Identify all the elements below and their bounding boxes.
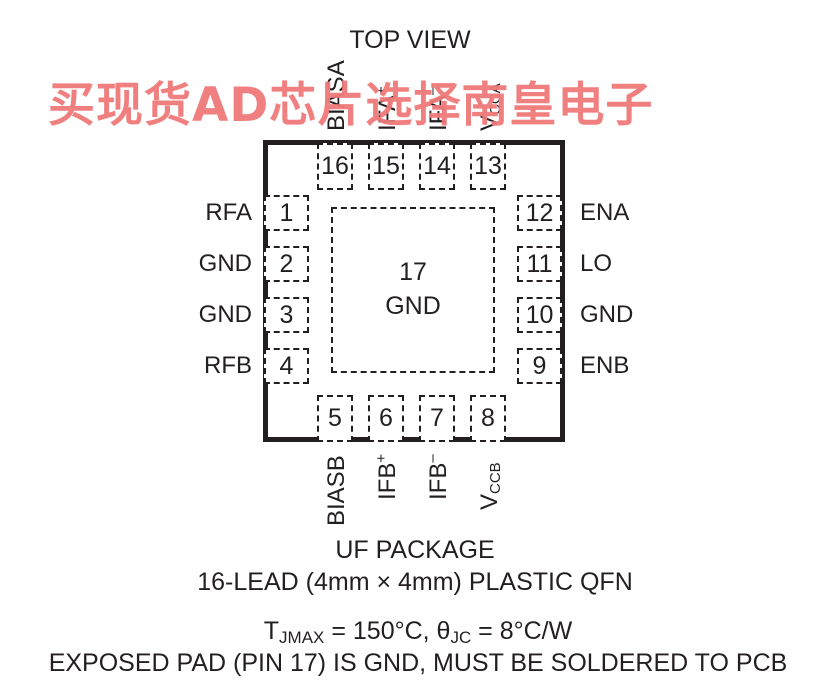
exposed-pad-number: 17 [399, 258, 427, 286]
pin-9-label: ENB [580, 352, 630, 379]
package-description: 16-LEAD (4mm × 4mm) PLASTIC QFN [197, 568, 633, 596]
exposed-pad-note: EXPOSED PAD (PIN 17) IS GND, MUST BE SOL… [48, 649, 788, 677]
pin-4-label: RFB [204, 352, 252, 379]
pin-1-label: RFA [205, 199, 252, 226]
pin-7-label: IFB– [424, 454, 452, 500]
pin-11-label: LO [580, 250, 613, 277]
pin-12-label: ENA [580, 199, 630, 226]
pin-10-label: GND [580, 301, 634, 328]
pin-11-pad: 11 [517, 246, 562, 282]
top-view-label: TOP VIEW [349, 26, 471, 54]
watermark-text: 买现货AD芯片选择南皇电子 [48, 78, 654, 133]
pin-1-pad: 1 [264, 195, 309, 231]
exposed-pad [331, 207, 495, 373]
pin-9-pad: 9 [517, 348, 562, 384]
pin-2-label: GND [198, 250, 252, 277]
package-body [263, 140, 565, 442]
pin-3-label: GND [198, 301, 252, 328]
exposed-pad-name: GND [385, 292, 441, 320]
pin-12-pad: 12 [517, 195, 562, 231]
package-name: UF PACKAGE [335, 536, 495, 564]
pin-16-pad: 16 [317, 143, 353, 190]
pin-8-pad: 8 [470, 395, 506, 442]
pin-10-pad: 10 [517, 297, 562, 333]
pin-4-pad: 4 [264, 348, 309, 384]
pin-14-pad: 14 [419, 143, 455, 190]
pin-3-pad: 3 [264, 297, 309, 333]
pin-7-pad: 7 [419, 395, 455, 442]
pin-6-label: IFB+ [373, 453, 401, 500]
thermal-spec: TJMAX = 150°C, θJC = 8°C/W [263, 617, 573, 647]
pin-5-label: BIASB [323, 455, 350, 526]
pin-6-pad: 6 [368, 395, 404, 442]
pin-13-pad: 13 [470, 143, 506, 190]
pin-2-pad: 2 [264, 246, 309, 282]
pin-5-pad: 5 [317, 395, 353, 442]
pin-15-pad: 15 [368, 143, 404, 190]
pin-8-label: VCCB [476, 462, 504, 510]
